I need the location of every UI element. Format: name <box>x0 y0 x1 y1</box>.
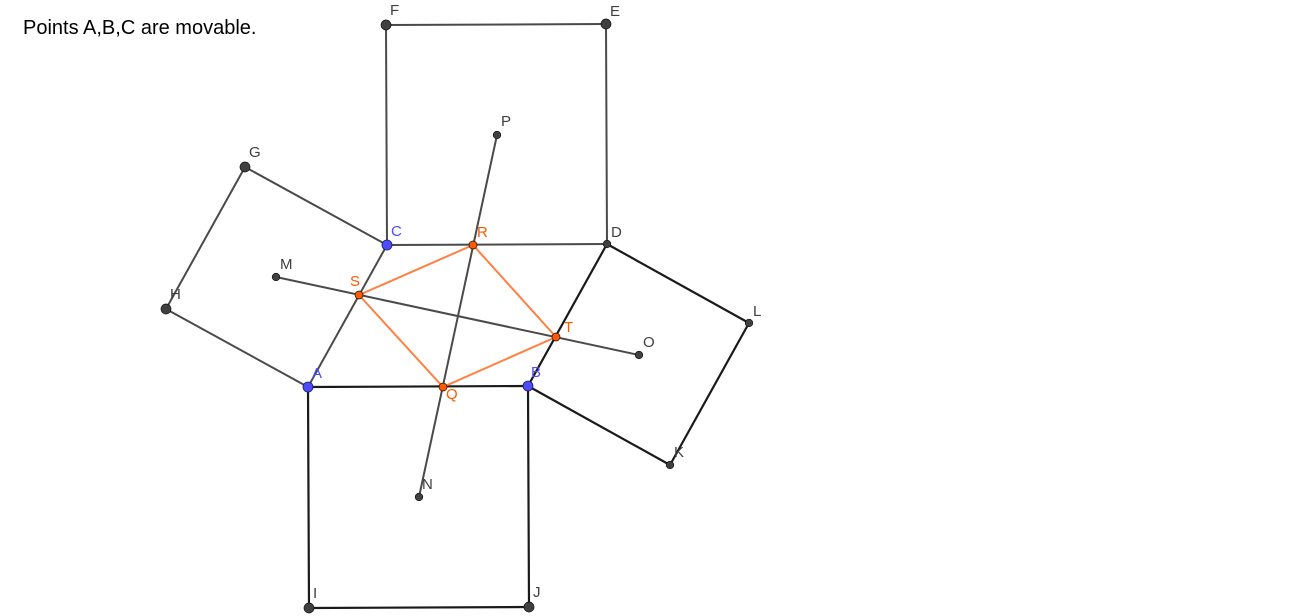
label-J: J <box>533 584 541 601</box>
label-R: R <box>477 224 488 241</box>
point-J <box>523 601 535 613</box>
segment-KL <box>668 321 751 467</box>
segment-RT <box>472 244 557 338</box>
label-B: B <box>531 364 541 381</box>
label-C: C <box>391 223 402 240</box>
points-layer <box>160 18 754 614</box>
segment-LD <box>605 242 751 325</box>
point-C[interactable] <box>381 239 393 251</box>
segment-CD <box>386 243 608 246</box>
point-T <box>551 332 561 342</box>
point-R <box>468 240 478 250</box>
segments-layer <box>165 23 751 610</box>
point-G <box>239 161 251 173</box>
point-O <box>634 350 644 360</box>
label-L: L <box>753 303 761 320</box>
segment-CF <box>385 24 388 246</box>
point-N <box>414 492 424 502</box>
point-E <box>600 18 612 30</box>
point-Q <box>438 382 448 392</box>
point-I <box>303 602 315 614</box>
label-E: E <box>610 3 620 20</box>
point-D <box>602 239 612 249</box>
segment-BK <box>526 384 672 467</box>
segment-TQ <box>442 336 557 388</box>
point-P <box>492 130 502 140</box>
segment-AB <box>306 384 530 389</box>
point-M <box>271 272 281 282</box>
label-K: K <box>674 444 684 461</box>
label-T: T <box>564 319 573 336</box>
segment-AC <box>307 244 388 388</box>
segment-SR <box>358 244 474 296</box>
segment-AI <box>306 385 311 610</box>
label-P: P <box>501 113 511 130</box>
label-M: M <box>280 256 293 273</box>
label-G: G <box>249 144 261 161</box>
label-A: A <box>312 365 322 382</box>
segment-GH <box>165 166 246 310</box>
segment-CG <box>244 166 388 246</box>
point-S <box>354 290 364 300</box>
point-A[interactable] <box>302 381 314 393</box>
label-I: I <box>313 585 317 602</box>
label-Q: Q <box>446 386 458 403</box>
labels-layer: A B C D E F G H I J K L M N O P Q R S T <box>170 2 761 602</box>
label-O: O <box>643 334 655 351</box>
point-L <box>744 318 754 328</box>
segment-IJ <box>307 605 531 610</box>
segment-HA <box>165 308 309 388</box>
segment-ED <box>605 23 608 245</box>
instruction-caption: Points A,B,C are movable. <box>23 17 257 39</box>
point-F <box>380 19 392 31</box>
segment-FE <box>385 23 607 26</box>
point-H <box>160 303 172 315</box>
label-D: D <box>611 224 622 241</box>
point-K <box>665 460 675 470</box>
segment-QS <box>358 294 444 388</box>
label-H: H <box>170 286 181 303</box>
label-F: F <box>390 2 399 19</box>
label-S: S <box>350 273 360 290</box>
segment-NP <box>418 134 498 498</box>
point-B[interactable] <box>522 380 534 392</box>
segment-BD <box>526 242 609 388</box>
segment-JB <box>526 384 531 609</box>
label-N: N <box>422 476 433 493</box>
